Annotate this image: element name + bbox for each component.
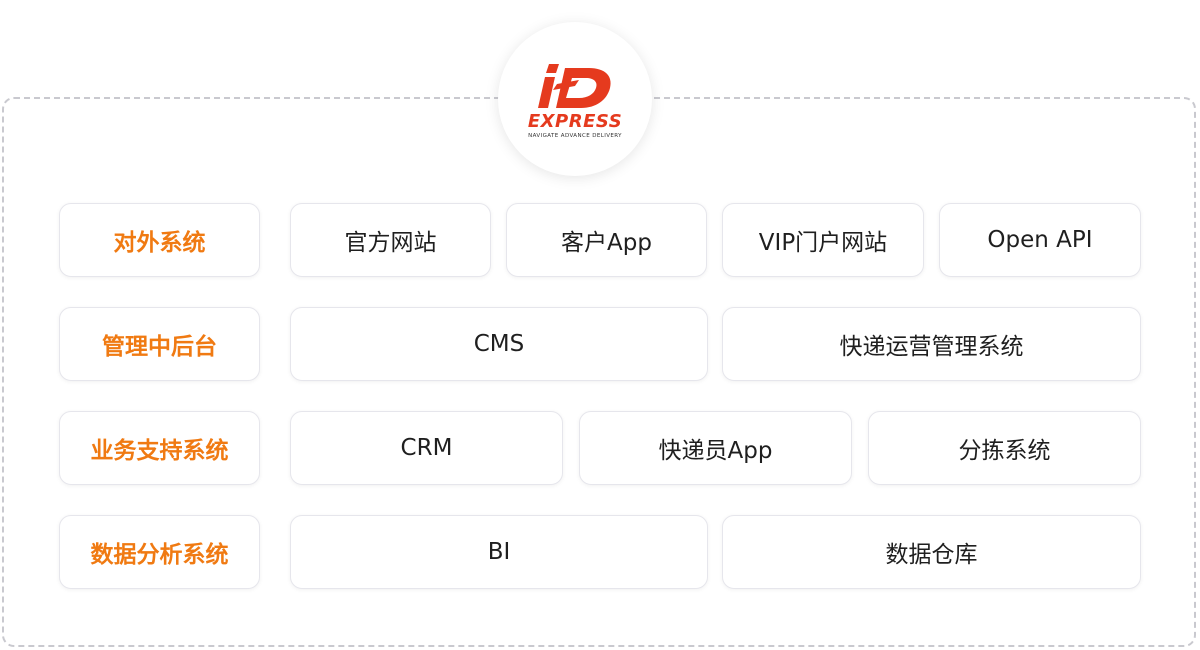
company-logo: EXPRESS NAVIGATE ADVANCE DELIVERY — [498, 22, 652, 176]
system-box-sorting-system: 分拣系统 — [868, 411, 1141, 485]
system-box-vip-portal: VIP门户网站 — [722, 203, 924, 277]
row-label-data-analytics: 数据分析系统 — [59, 515, 260, 589]
system-box-open-api: Open API — [939, 203, 1141, 277]
logo-tagline: NAVIGATE ADVANCE DELIVERY — [528, 133, 622, 139]
system-box-data-warehouse: 数据仓库 — [722, 515, 1141, 589]
system-box-official-website: 官方网站 — [290, 203, 491, 277]
system-box-bi: BI — [290, 515, 708, 589]
row-business-support: 业务支持系统 CRM 快递员App 分拣系统 — [59, 411, 1141, 485]
system-box-express-operations: 快递运营管理系统 — [722, 307, 1141, 381]
logo-wordmark: EXPRESS — [527, 111, 623, 132]
row-management-backend: 管理中后台 CMS 快递运营管理系统 — [59, 307, 1141, 381]
system-box-crm: CRM — [290, 411, 563, 485]
row-label-external-systems: 对外系统 — [59, 203, 260, 277]
row-label-business-support: 业务支持系统 — [59, 411, 260, 485]
system-box-cms: CMS — [290, 307, 708, 381]
system-box-customer-app: 客户App — [506, 203, 707, 277]
id-logo-icon — [538, 64, 611, 108]
row-data-analytics: 数据分析系统 BI 数据仓库 — [59, 515, 1141, 589]
row-external-systems: 对外系统 官方网站 客户App VIP门户网站 Open API — [59, 203, 1141, 277]
row-label-management-backend: 管理中后台 — [59, 307, 260, 381]
system-box-courier-app: 快递员App — [579, 411, 852, 485]
